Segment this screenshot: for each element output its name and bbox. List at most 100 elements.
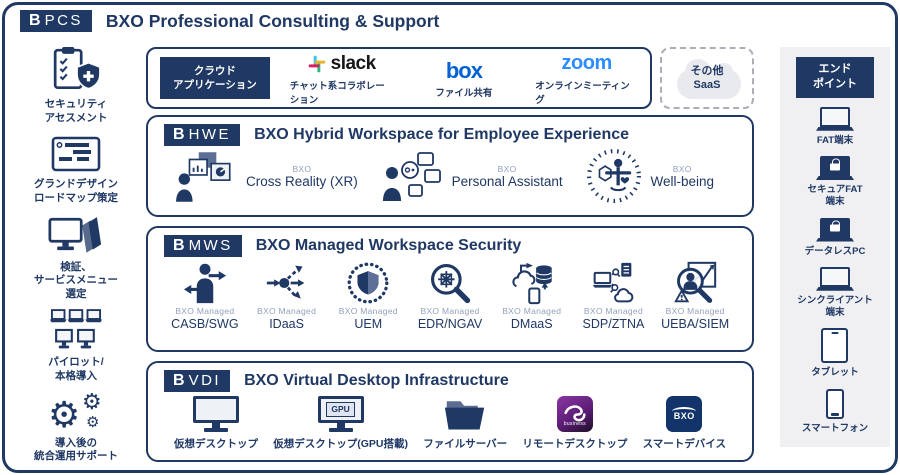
slack-logo-text: slack bbox=[330, 52, 377, 74]
endpoint-label: データレスPC bbox=[804, 245, 866, 257]
ueba-siem-icon bbox=[674, 261, 717, 303]
hwe-item-name: Well-being bbox=[650, 173, 714, 189]
pcs-logo-text: PCS bbox=[44, 12, 83, 29]
vdi-item-file-server: ファイルサーバー bbox=[423, 396, 507, 451]
verification-icon bbox=[48, 216, 102, 253]
mws-item-sup: BXO Managed bbox=[420, 306, 480, 316]
cross-reality-icon bbox=[176, 152, 231, 202]
service-zoom: zoom オンラインミーティング bbox=[535, 51, 638, 106]
other-saas-label: その他 SaaS bbox=[690, 64, 724, 91]
step-operation-support: ⚙ ⚙ ⚙ 導入後の 統合運用サポート bbox=[34, 388, 118, 464]
bxo-app-icon: BXO bbox=[666, 396, 703, 432]
hwe-item-name: Personal Assistant bbox=[451, 173, 563, 189]
endpoints-header-badge: エンド ポイント bbox=[796, 57, 874, 98]
uem-icon bbox=[347, 262, 389, 304]
step-label: グランドデザイン ロードマップ策定 bbox=[34, 178, 118, 204]
mws-item-name: EDR/NGAV bbox=[417, 317, 483, 331]
service-box: box ファイル共有 bbox=[413, 58, 516, 99]
mws-item-ueba-siem: BXO Managed UEBA/SIEM bbox=[654, 261, 736, 331]
sdp-ztna-icon bbox=[593, 262, 634, 303]
mws-item-sup: BXO Managed bbox=[665, 306, 725, 316]
mws-item-sup: BXO Managed bbox=[175, 306, 235, 316]
service-slack: slack チャット系コラボレーション bbox=[290, 51, 393, 106]
mws-item-edr-ngav: BXO Managed EDR/NGAV bbox=[409, 261, 491, 331]
endpoint-label: FAT端末 bbox=[816, 134, 854, 146]
lock-icon bbox=[830, 158, 841, 171]
step-security-assessment: セキュリティ アセスメント bbox=[44, 46, 108, 125]
step-label: パイロット/ 本格導入 bbox=[48, 356, 104, 383]
step-pilot-rollout: パイロット/ 本格導入 bbox=[48, 308, 104, 383]
monitor-gpu-icon: GPU bbox=[317, 396, 364, 432]
gear-glyph: ⚙ bbox=[48, 393, 81, 435]
monitor-icon bbox=[193, 396, 239, 432]
zoom-logo-text: zoom bbox=[561, 52, 613, 74]
laptop-icon bbox=[816, 266, 854, 291]
service-caption: チャット系コラボレーション bbox=[289, 80, 385, 106]
consulting-steps-column: セキュリティ アセスメント グランドデザイン ロードマップ策定 検証、 サービス… bbox=[10, 46, 142, 464]
mws-logo-text: MWS bbox=[188, 237, 233, 254]
hwe-item-well-being: BXO Well-being bbox=[586, 148, 714, 204]
mws-item-uem: BXO Managed UEM bbox=[327, 261, 409, 331]
pcs-logo-b: B bbox=[29, 12, 41, 29]
mws-item-sdp-ztna: BXO Managed SDP/ZTNA bbox=[573, 261, 655, 331]
endpoint-smartphone: スマートフォン bbox=[801, 388, 869, 435]
smartphone-icon bbox=[826, 388, 844, 419]
endpoints-panel: エンド ポイント FAT端末 セキュアFAT 端末 データレスPC シンクライア… bbox=[780, 47, 890, 447]
vdi-item-smart-device: BXO スマートデバイス bbox=[643, 396, 726, 451]
cloud-icon bbox=[677, 59, 741, 99]
gears-icon: ⚙ ⚙ ⚙ bbox=[46, 388, 106, 435]
laptop-icon bbox=[816, 106, 854, 131]
mws-item-name: SDP/ZTNA bbox=[582, 317, 645, 331]
mws-item-dmaas: BXO Managed DMaaS bbox=[491, 261, 573, 331]
mws-item-casb-swg: BXO Managed CASB/SWG bbox=[164, 261, 246, 331]
hwe-logo-b: B bbox=[173, 126, 185, 143]
endpoint-label: タブレット bbox=[811, 367, 859, 379]
vdi-item-virtual-desktop-gpu: GPU 仮想デスクトップ(GPU搭載) bbox=[273, 396, 408, 451]
endpoint-secure-fat: セキュアFAT 端末 bbox=[807, 155, 863, 209]
vdi-item-name: ファイルサーバー bbox=[423, 438, 508, 450]
step-verification: 検証、 サービスメニュー 選定 bbox=[34, 213, 118, 302]
endpoint-label: スマートフォン bbox=[801, 422, 869, 434]
hwe-item-sup: BXO bbox=[497, 163, 517, 174]
mws-title: BXO Managed Workspace Security bbox=[255, 237, 522, 254]
vdi-logo-text: VDI bbox=[188, 372, 222, 389]
gpu-chip-label: GPU bbox=[326, 402, 355, 417]
vdi-item-virtual-desktop: 仮想デスクトップ bbox=[174, 396, 258, 451]
mws-item-sup: BXO Managed bbox=[583, 306, 643, 316]
gear-glyph: ⚙ bbox=[86, 413, 100, 431]
idaas-icon bbox=[266, 265, 304, 299]
mws-item-name: UEM bbox=[354, 317, 383, 331]
folder-icon bbox=[445, 401, 485, 430]
splashtop-business-label: business bbox=[563, 421, 586, 427]
mws-item-name: DMaaS bbox=[510, 317, 553, 331]
casb-swg-icon bbox=[183, 263, 226, 304]
dmaas-icon bbox=[512, 262, 552, 305]
slack-icon bbox=[308, 55, 325, 72]
personal-assistant-icon bbox=[382, 152, 441, 201]
mws-item-sup: BXO Managed bbox=[257, 306, 317, 316]
tablet-icon bbox=[821, 328, 849, 364]
laptop-lock-icon bbox=[815, 217, 854, 242]
endpoint-tablet: タブレット bbox=[811, 328, 859, 379]
cloud-applications-badge: クラウド アプリケーション bbox=[160, 56, 270, 100]
cloud-applications-box: クラウド アプリケーション slack チャット系コラボレーション box ファ… bbox=[146, 47, 652, 109]
vdi-item-name: 仮想デスクトップ bbox=[174, 438, 258, 450]
vdi-item-remote-desktop: business リモートデスクトップ bbox=[522, 396, 627, 451]
hwe-item-personal-assistant: BXO Personal Assistant bbox=[382, 150, 563, 202]
bxo-app-label: BXO bbox=[673, 411, 695, 421]
clipboard-shield-icon bbox=[53, 47, 101, 90]
step-label: セキュリティ アセスメント bbox=[44, 98, 108, 124]
endpoint-thin-client: シンクライアント 端末 bbox=[797, 266, 873, 320]
gear-glyph: ⚙ bbox=[82, 388, 102, 414]
endpoint-dataless-pc: データレスPC bbox=[804, 217, 866, 258]
mws-item-name: IDaaS bbox=[269, 317, 304, 331]
hwe-item-name: Cross Reality (XR) bbox=[246, 173, 358, 189]
